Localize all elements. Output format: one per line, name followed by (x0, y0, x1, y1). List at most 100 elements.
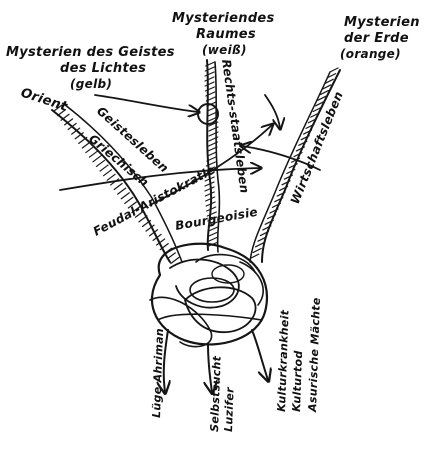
hatch-stroke (319, 89, 329, 96)
hatch-stroke (120, 192, 130, 200)
hatch-stroke (208, 136, 219, 142)
hatch-stroke (156, 238, 166, 246)
hatch-stroke (64, 118, 74, 126)
hatch-stroke (56, 109, 67, 117)
label-mysterien-geistes-3: (gelb) (70, 77, 112, 91)
label-luzifer: Luzifer (222, 387, 237, 432)
earth-stream (249, 67, 341, 263)
hatch-stroke (252, 247, 262, 254)
hatch-stroke (205, 61, 216, 67)
hatch-stroke (255, 242, 265, 248)
hatch-stroke (207, 146, 218, 152)
hatch-stroke (207, 111, 218, 117)
hatch-stroke (310, 112, 320, 118)
hatch-stroke (204, 171, 215, 177)
hatch-stroke (324, 78, 334, 84)
hatch-stroke (207, 216, 218, 222)
hatch-stroke (208, 131, 219, 137)
hatch-stroke (204, 186, 215, 192)
hatch-stroke (53, 104, 63, 112)
tangle-knot (149, 242, 268, 348)
hatch-stroke (250, 253, 260, 259)
hatch-stroke (208, 126, 219, 132)
hatch-stroke (208, 226, 219, 232)
hatch-stroke (138, 215, 148, 223)
hatch-stroke (208, 121, 219, 127)
hatch-stroke (281, 180, 291, 186)
hatch-stroke (205, 196, 216, 202)
hatch-stroke (208, 236, 219, 242)
label-mysterien-erde-2: der Erde (344, 31, 409, 46)
hatch-stroke (264, 219, 274, 225)
cross-arrow-upper (264, 94, 280, 128)
hatch-stroke (204, 176, 215, 182)
hatch-stroke (204, 76, 215, 82)
label-mysterien-raumes-1: Mysteriendes (172, 11, 275, 26)
hatch-stroke (262, 225, 272, 231)
hatch-stroke (327, 73, 337, 79)
hatch-stroke (102, 169, 113, 177)
label-bourgeoisie: Bourgeoisie (174, 205, 259, 233)
label-rechtsstaatsleben: Rechts-staatsleben (219, 58, 252, 194)
hatch-stroke (131, 206, 141, 214)
hatch-stroke (78, 136, 88, 144)
hatch-stroke (283, 174, 293, 180)
hatch-stroke (286, 168, 296, 175)
label-mysterien-erde-1: Mysterien (344, 15, 420, 30)
hatch-stroke (293, 152, 303, 158)
orient-arrow (94, 94, 198, 112)
hatch-stroke (300, 135, 310, 141)
label-asurische-maechte: Asurische Mächte (306, 297, 323, 413)
hatch-stroke (259, 230, 269, 237)
label-mysterien-erde-3: (orange) (340, 47, 401, 61)
hatch-stroke (257, 236, 267, 242)
label-mysterien-geistes-1: Mysterien des Geistes (6, 45, 175, 60)
hatch-stroke (204, 81, 215, 87)
label-kulturkrankheit: Kulturkrankheit (275, 309, 292, 412)
label-orient: Orient (19, 86, 70, 115)
hatch-stroke (269, 208, 279, 214)
hatch-stroke (106, 173, 116, 181)
hatch-stroke (279, 185, 289, 192)
cross-arrow-left (59, 168, 260, 191)
junction-circle (197, 103, 219, 125)
hatch-stroke (206, 151, 218, 157)
hatch-stroke (145, 224, 155, 232)
hatch-stroke (81, 141, 91, 149)
hatch-stroke (207, 116, 219, 122)
hatch-stroke (99, 164, 109, 172)
hatch-stroke (207, 221, 218, 227)
hatch-stroke (329, 67, 339, 73)
hatch-stroke (170, 256, 180, 265)
hatch-stroke (141, 219, 152, 228)
hatch-stroke (317, 95, 327, 101)
hatch-stroke (303, 129, 313, 135)
hatch-stroke (288, 163, 298, 169)
central-stream (204, 59, 221, 253)
hatch-stroke (271, 202, 281, 208)
label-mysterien-geistes-2: des Lichtes (60, 61, 146, 76)
hatch-stroke (276, 191, 286, 197)
hatch-stroke (295, 146, 305, 152)
hatch-stroke (305, 123, 315, 129)
label-mysterien-raumes-2: Raumes (196, 27, 256, 42)
hatch-stroke (307, 118, 317, 124)
hatch-stroke (315, 101, 325, 107)
hatch-stroke (204, 86, 215, 92)
hatch-stroke (208, 231, 219, 237)
hatch-stroke (322, 84, 332, 90)
arrow-down-left (164, 329, 168, 392)
hatch-stroke (60, 113, 70, 121)
hatch-stroke (88, 150, 99, 158)
hatch-stroke (95, 159, 106, 168)
cross-arrow-right (149, 125, 272, 206)
hatch-stroke (134, 210, 145, 218)
hatch-stroke (267, 214, 277, 220)
label-kulturtod: Kulturtod (290, 350, 305, 412)
hatch-stroke (206, 211, 217, 217)
hatch-stroke (205, 91, 216, 97)
hatch-stroke (205, 201, 216, 207)
arrow-down-right (251, 329, 268, 380)
hatch-stroke (206, 156, 217, 162)
